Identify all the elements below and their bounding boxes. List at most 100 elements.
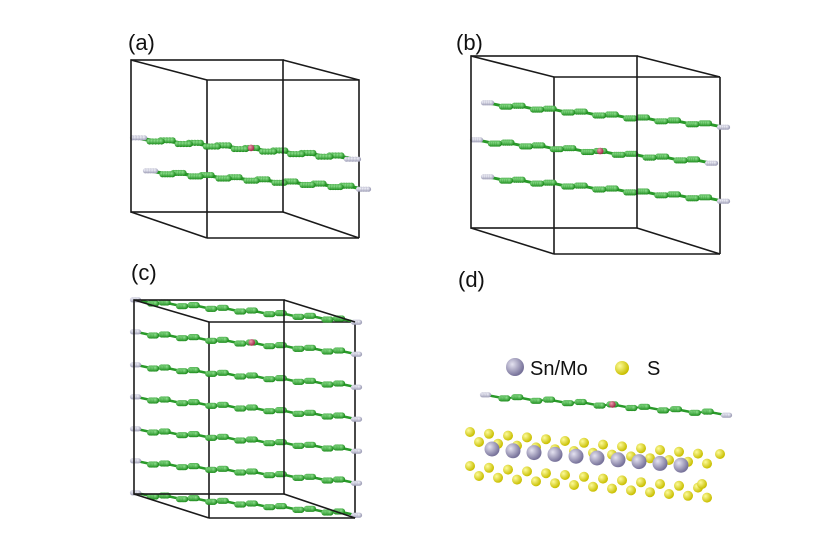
carbon-atom xyxy=(309,409,316,416)
sulfur-atom xyxy=(588,481,598,492)
carbon-atom xyxy=(631,115,638,122)
hydrogen-atom xyxy=(356,512,363,518)
carbon-atom xyxy=(211,498,218,505)
carbon-atom xyxy=(569,109,576,116)
sulfur-atom xyxy=(617,475,627,486)
carbon-atom xyxy=(526,143,534,150)
sulfur-atom xyxy=(531,476,541,487)
carbon-atom xyxy=(681,157,688,164)
carbon-atom xyxy=(253,144,261,152)
carbon-atom xyxy=(240,373,247,380)
carbon-atom xyxy=(152,332,160,339)
carbon-atom xyxy=(298,474,305,481)
carbon-atom xyxy=(674,117,682,124)
carbon-atom xyxy=(338,444,346,451)
panel-a-layer-1-atoms xyxy=(129,135,362,162)
sulfur-atom xyxy=(702,458,712,469)
sn-mo-atom xyxy=(568,448,584,464)
carbon-atom xyxy=(320,180,327,187)
carbon-atom xyxy=(309,181,316,189)
hydrogen-atom xyxy=(726,412,733,418)
panel-d: (d) Sn/Mo S xyxy=(458,267,733,503)
panel-c-layer-3-atoms xyxy=(129,362,363,390)
carbon-atom xyxy=(707,408,714,415)
carbon-atom xyxy=(348,182,355,189)
carbon-atom xyxy=(567,400,574,407)
carbon-atom xyxy=(182,496,189,503)
carbon-atom xyxy=(580,398,587,406)
legend-label-s: S xyxy=(647,358,660,380)
carbon-atom xyxy=(251,436,258,443)
hydrogen-atom xyxy=(356,384,363,390)
carbon-atom xyxy=(251,468,258,475)
panel-c-layer-4-atoms xyxy=(129,394,363,422)
panel-c-layer-1 xyxy=(129,297,363,325)
carbon-atom xyxy=(705,120,713,127)
carbon-atom xyxy=(164,428,171,435)
carbon-atom xyxy=(240,405,247,412)
carbon-atom xyxy=(211,305,218,312)
carbon-atom xyxy=(269,440,276,447)
sulfur-atom xyxy=(655,445,665,455)
carbon-atom xyxy=(269,343,276,350)
carbon-atom xyxy=(180,169,187,177)
hydrogen-atom xyxy=(355,156,362,162)
carbon-atom xyxy=(152,300,160,307)
legend-label-sn-mo: Sn/Mo xyxy=(530,358,588,380)
carbon-atom xyxy=(581,108,588,115)
sulfur-atom xyxy=(503,464,513,475)
panel-a-layer-2-atoms xyxy=(142,168,372,192)
sn-mo-atom xyxy=(673,457,689,473)
dopant-atom xyxy=(596,147,604,155)
carbon-atom xyxy=(269,376,276,383)
sn-mo-atom xyxy=(589,450,605,466)
hydrogen-atom xyxy=(356,416,363,422)
panel-b-layer-2-atoms xyxy=(469,137,719,166)
carbon-atom xyxy=(662,192,669,199)
carbon-atom xyxy=(269,504,276,511)
sulfur-atom xyxy=(503,430,513,441)
panel-c-layer-5 xyxy=(129,426,363,454)
carbon-atom xyxy=(211,466,218,473)
carbon-atom xyxy=(222,369,229,376)
hydrogen-atom xyxy=(135,329,142,335)
sulfur-atom-icon xyxy=(615,361,629,375)
carbon-atom xyxy=(197,173,204,180)
panel-a-layer-2 xyxy=(142,168,372,192)
panel-a: (a) xyxy=(128,30,372,239)
carbon-atom xyxy=(338,347,346,354)
carbon-atom xyxy=(251,500,258,507)
carbon-atom xyxy=(214,143,221,150)
carbon-atom xyxy=(182,432,189,439)
carbon-atom xyxy=(251,372,258,379)
carbon-atom xyxy=(152,461,160,468)
sulfur-atom xyxy=(579,437,589,448)
hydrogen-atom xyxy=(365,186,372,192)
sn-mo-atom xyxy=(526,445,542,461)
carbon-atom xyxy=(164,331,171,338)
carbon-atom xyxy=(309,505,316,512)
carbon-atom xyxy=(338,152,345,159)
carbon-atom xyxy=(327,413,334,420)
sulfur-atom xyxy=(664,489,674,499)
panel-a-cell-front xyxy=(130,59,360,239)
carbon-atom xyxy=(599,402,606,409)
carbon-atom xyxy=(581,182,588,189)
carbon-atom xyxy=(164,396,171,403)
carbon-atom xyxy=(222,465,229,472)
panel-b-layer-3-atoms xyxy=(480,174,731,204)
carbon-atom xyxy=(519,102,526,109)
sulfur-atom xyxy=(541,468,551,479)
panel-b-label: (b) xyxy=(456,30,483,55)
carbon-atom xyxy=(644,403,651,410)
panel-c-layer-2 xyxy=(129,329,363,357)
sulfur-atom xyxy=(693,448,703,459)
carbon-atom xyxy=(693,195,700,202)
carbon-atom xyxy=(662,407,670,414)
hydrogen-atom xyxy=(356,480,363,486)
sulfur-atom xyxy=(522,432,532,443)
carbon-atom xyxy=(548,396,556,403)
panel-b-layer-2 xyxy=(469,137,719,166)
carbon-atom xyxy=(242,145,250,153)
carbon-atom xyxy=(193,367,200,374)
